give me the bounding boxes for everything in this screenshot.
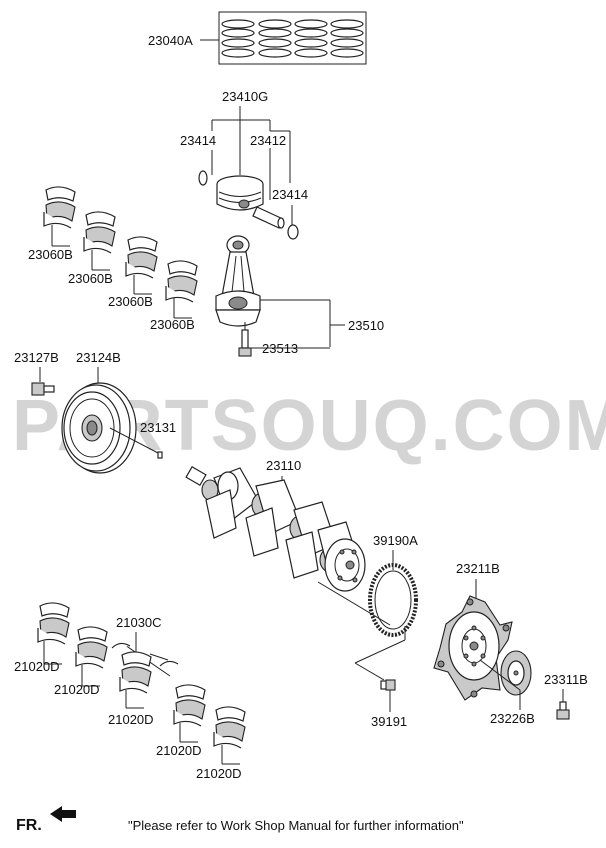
callout-piston-assy[interactable]: 23410G [222,89,268,104]
callout-ring-gear[interactable]: 39190A [373,533,418,548]
conrod-bearing-2[interactable] [83,211,116,254]
callout-main-bearing-4[interactable]: 21020D [156,743,202,758]
front-arrow-icon [50,806,76,822]
pulley-bolt[interactable] [31,382,55,396]
flexplate-bolt[interactable] [556,701,570,720]
callout-conrod-bearing-2[interactable]: 23060B [68,271,113,286]
conrod-bolt[interactable] [238,329,252,357]
callout-snap-ring-right[interactable]: 23414 [272,187,308,202]
crankshaft[interactable] [185,465,366,592]
thrust-washer-1[interactable] [111,642,131,649]
callout-pulley-bolt[interactable]: 23127B [14,350,59,365]
thrust-washer-2[interactable] [159,660,179,667]
callout-adapter-plate[interactable]: 23226B [490,711,535,726]
piston-ring-set[interactable] [218,11,367,65]
connecting-rod[interactable] [215,235,261,327]
callout-main-bearing-5[interactable]: 21020D [196,766,242,781]
snap-ring-right[interactable] [287,224,299,240]
main-bearing-4[interactable] [173,684,206,727]
callout-conrod-bearing-1[interactable]: 23060B [28,247,73,262]
callout-piston-pin[interactable]: 23412 [250,133,286,148]
callout-connecting-rod[interactable]: 23510 [348,318,384,333]
footer-note: "Please refer to Work Shop Manual for fu… [128,818,464,833]
callout-main-bearing-3[interactable]: 21020D [108,712,154,727]
callout-conrod-bearing-3[interactable]: 23060B [108,294,153,309]
main-bearing-5[interactable] [213,706,246,749]
callout-ring-gear-bolt[interactable]: 39191 [371,714,407,729]
ring-gear-bolt[interactable] [380,679,396,691]
callout-crankshaft[interactable]: 23110 [266,458,301,473]
callout-snap-ring-left[interactable]: 23414 [180,133,216,148]
adapter-plate[interactable] [500,650,532,696]
conrod-bearing-4[interactable] [165,260,198,303]
damper-pulley[interactable] [61,382,137,474]
callout-flexplate-plate[interactable]: 23211B [456,561,500,576]
callout-main-bearing-2[interactable]: 21020D [54,682,100,697]
piston[interactable] [216,175,264,211]
snap-ring-left[interactable] [198,170,208,186]
key[interactable] [157,451,163,459]
flexplate[interactable] [433,595,513,701]
callout-thrust-bearing[interactable]: 21030C [116,615,162,630]
conrod-bearing-1[interactable] [43,186,76,229]
callout-conrod-bearing-4[interactable]: 23060B [150,317,195,332]
callout-flexplate-bolt[interactable]: 23311B [544,672,588,687]
callout-key[interactable]: 23131 [140,420,176,435]
callout-main-bearing-1[interactable]: 21020D [14,659,60,674]
main-bearing-1[interactable] [37,602,70,645]
piston-pin[interactable] [252,206,285,229]
callout-ring-set[interactable]: 23040A [148,33,193,48]
front-direction-label: FR. [16,817,42,834]
conrod-bearing-3[interactable] [125,236,158,279]
main-bearing-3[interactable] [119,651,152,694]
callout-damper-pulley[interactable]: 23124B [76,350,121,365]
main-bearing-2[interactable] [75,626,108,669]
ring-gear[interactable] [368,563,418,637]
callout-conrod-bolt[interactable]: 23513 [262,341,298,356]
